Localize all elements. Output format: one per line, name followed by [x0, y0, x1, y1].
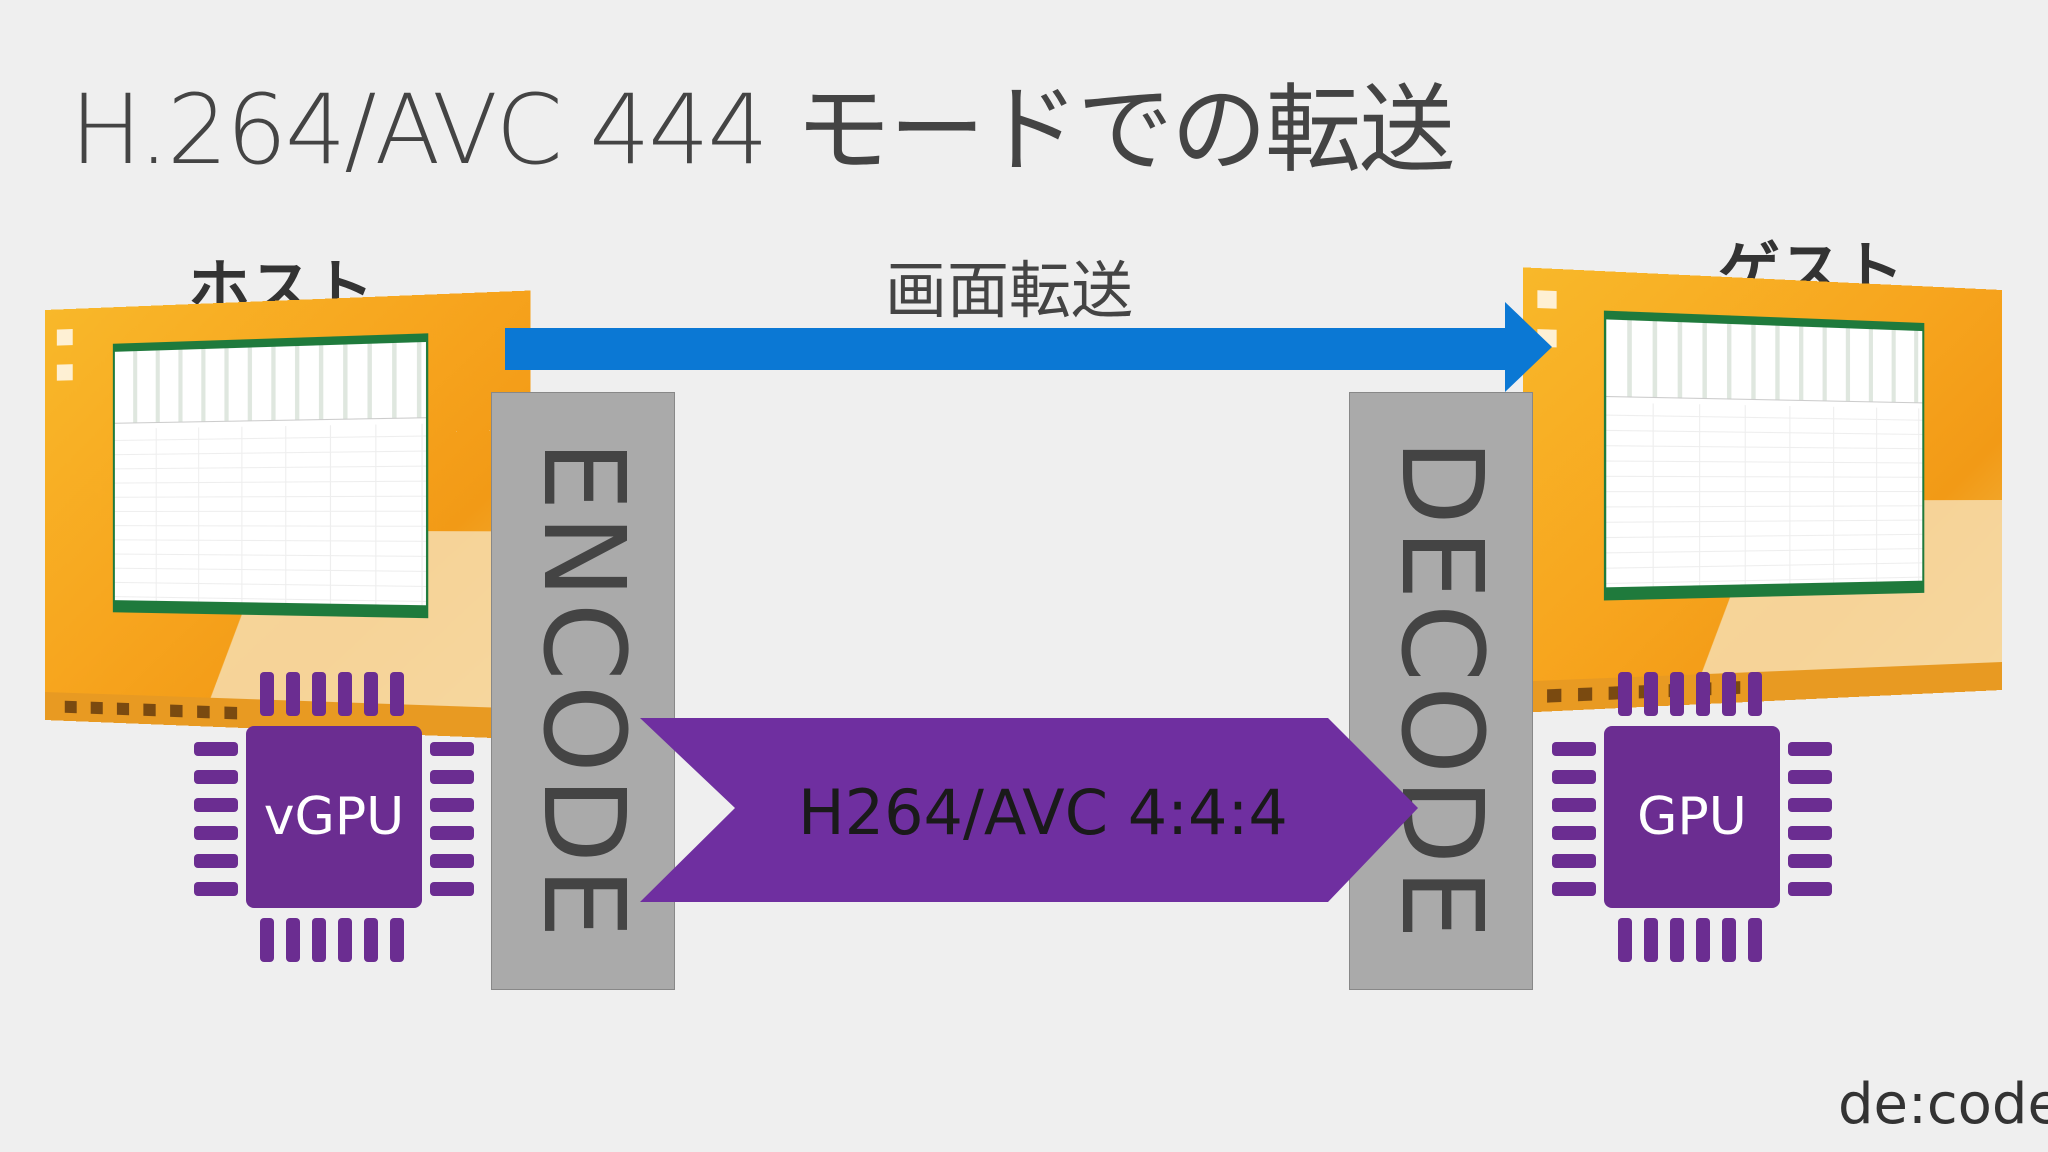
- slide-title: H.264/AVC 444 モードでの転送: [70, 74, 1455, 186]
- vgpu-chip-icon: vGPU: [194, 672, 474, 962]
- decode-logo: de:code: [1838, 1072, 2048, 1137]
- gpu-chip-core: GPU: [1604, 726, 1780, 908]
- screen-transfer-label: 画面転送: [885, 254, 1134, 327]
- decode-bar: DECODE: [1349, 392, 1533, 990]
- vgpu-label: vGPU: [263, 787, 405, 847]
- gpu-label: GPU: [1637, 787, 1747, 847]
- codec-label: H264/AVC 4:4:4: [798, 776, 1288, 849]
- gpu-chip-icon: GPU: [1552, 672, 1832, 962]
- encode-bar: ENCODE: [491, 392, 675, 990]
- codec-stream-arrow: [640, 718, 1418, 902]
- vgpu-chip-core: vGPU: [246, 726, 422, 908]
- screen-transfer-arrow: [505, 302, 1552, 392]
